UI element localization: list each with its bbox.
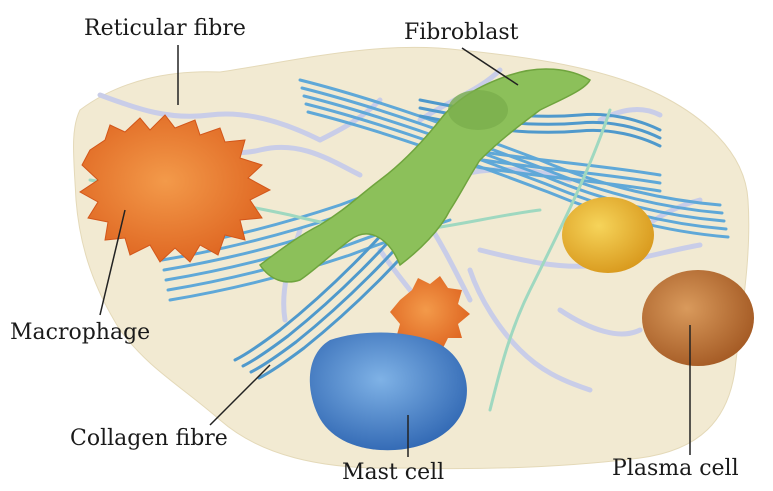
mast-cell [310,333,467,451]
label-mast-cell: Mast cell [342,462,444,484]
fibroblast-nucleus [448,90,508,130]
label-plasma-cell: Plasma cell [612,458,739,480]
label-fibroblast: Fibroblast [404,22,519,44]
label-macrophage: Macrophage [10,322,150,344]
label-collagen-fibre: Collagen fibre [70,428,228,450]
label-reticular-fibre: Reticular fibre [84,18,246,40]
plasma-cell [642,270,754,366]
yellow-cell [562,197,654,273]
